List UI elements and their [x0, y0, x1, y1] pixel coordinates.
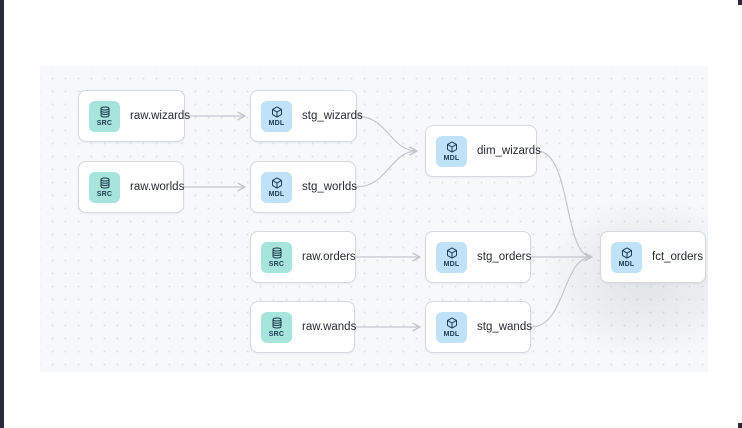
model-type-badge: MDL [261, 171, 292, 203]
dag-node-raw-wizards[interactable]: SRC raw.wizards [78, 90, 190, 142]
cube-icon [271, 106, 282, 118]
database-icon [100, 177, 109, 188]
badge-label: MDL [268, 119, 285, 127]
dag-node-raw-orders[interactable]: SRC raw.orders [250, 231, 356, 283]
node-label: dim_wizards [477, 145, 541, 157]
source-type-badge: SRC [261, 241, 292, 273]
badge-label: MDL [443, 154, 460, 162]
badge-label: MDL [443, 260, 460, 268]
node-label: stg_worlds [302, 181, 357, 193]
badge-label: SRC [96, 119, 113, 127]
node-label: raw.orders [302, 251, 356, 263]
source-type-badge: SRC [261, 311, 292, 343]
edge-stg-wizards-to-dim-wizards [355, 115, 418, 156]
dag-node-raw-wands[interactable]: SRC raw.wands [250, 301, 357, 353]
database-icon [100, 106, 109, 117]
window-edge-strip [0, 0, 4, 428]
dag-node-stg-worlds[interactable]: MDL stg_worlds [250, 161, 357, 213]
frame-corner-mark-top-right [738, 0, 742, 5]
dag-node-stg-wizards[interactable]: MDL stg_wizards [250, 90, 363, 142]
cube-icon [446, 141, 457, 153]
model-type-badge: MDL [436, 311, 467, 343]
dag-node-dim-wizards[interactable]: MDL dim_wizards [425, 125, 541, 177]
cube-icon [621, 247, 632, 259]
badge-label: MDL [443, 330, 460, 338]
badge-label: MDL [618, 260, 635, 268]
node-label: raw.wizards [130, 110, 191, 122]
dag-node-raw-worlds[interactable]: SRC raw.worlds [78, 161, 184, 213]
edge-stg-worlds-to-dim-wizards [355, 150, 418, 188]
cube-icon [446, 317, 457, 329]
source-type-badge: SRC [89, 171, 120, 203]
badge-label: SRC [268, 330, 285, 338]
node-label: raw.wands [302, 321, 357, 333]
dag-node-stg-wands[interactable]: MDL stg_wands [425, 301, 532, 353]
frame-corner-mark-bottom-right [738, 423, 742, 428]
badge-label: SRC [96, 190, 113, 198]
badge-label: MDL [268, 190, 285, 198]
edge-stg-wands-to-fct-orders [530, 256, 593, 328]
model-type-badge: MDL [436, 241, 467, 273]
node-label: stg_wands [477, 321, 532, 333]
model-type-badge: MDL [436, 135, 467, 167]
dag-canvas[interactable]: SRC raw.wizards MDL stg_wizards SRC raw.… [40, 66, 708, 372]
model-type-badge: MDL [261, 100, 292, 132]
database-icon [272, 317, 281, 328]
node-label: raw.worlds [130, 181, 185, 193]
cube-icon [271, 177, 282, 189]
edge-dim-wizards-to-fct-orders [536, 150, 593, 258]
badge-label: SRC [268, 260, 285, 268]
dag-node-fct-orders[interactable]: MDL fct_orders [600, 231, 706, 283]
node-label: stg_wizards [302, 110, 363, 122]
model-type-badge: MDL [611, 241, 642, 273]
node-label: fct_orders [652, 251, 704, 263]
source-type-badge: SRC [89, 100, 120, 132]
cube-icon [446, 247, 457, 259]
node-label: stg_orders [477, 251, 532, 263]
database-icon [272, 247, 281, 258]
dag-node-stg-orders[interactable]: MDL stg_orders [425, 231, 531, 283]
